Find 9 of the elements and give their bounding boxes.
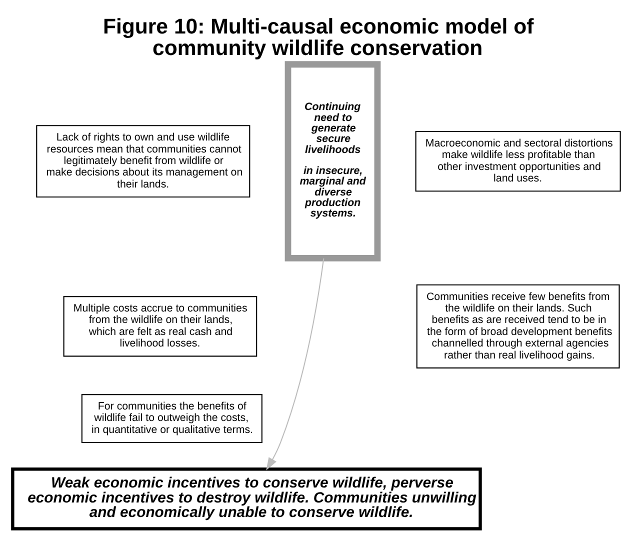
node-box: Continuing need to generate secure livelihoods in insecure, marginal and diverse production systems. — [284, 61, 381, 262]
node-box: Communities receive few benefits from the wildlife on their lands. Such benefits as are received tend to be in the form of broad development benefits channelled through external agencies rather than real livelihood gains. — [416, 284, 620, 368]
node-box: Lack of rights to own and use wildlife resources mean that communities cannot legitimately benefit from wildlife or make decisions about its management on their lands. — [36, 125, 250, 198]
diagram-title: Figure 10: Multi-causal economic model of community wildlife conservation — [102, 14, 534, 60]
node-box: Macroeconomic and sectoral distortions make wildlife less profitable than other investment opportunities and land uses. — [415, 130, 621, 192]
node-box: Weak economic incentives to conserve wildlife, perverse economic incentives to destroy wildlife. Communities unwilling and economically unable to conserve wildlife. — [11, 468, 482, 530]
arrow — [266, 258, 324, 470]
node-box: Multiple costs accrue to communities from the wildlife on their lands, which are felt as real cash and livelihood losses. — [63, 296, 258, 357]
node-box: For communities the benefits of wildlife fail to outweigh the costs, in quantitative or qualitative terms. — [81, 394, 262, 443]
